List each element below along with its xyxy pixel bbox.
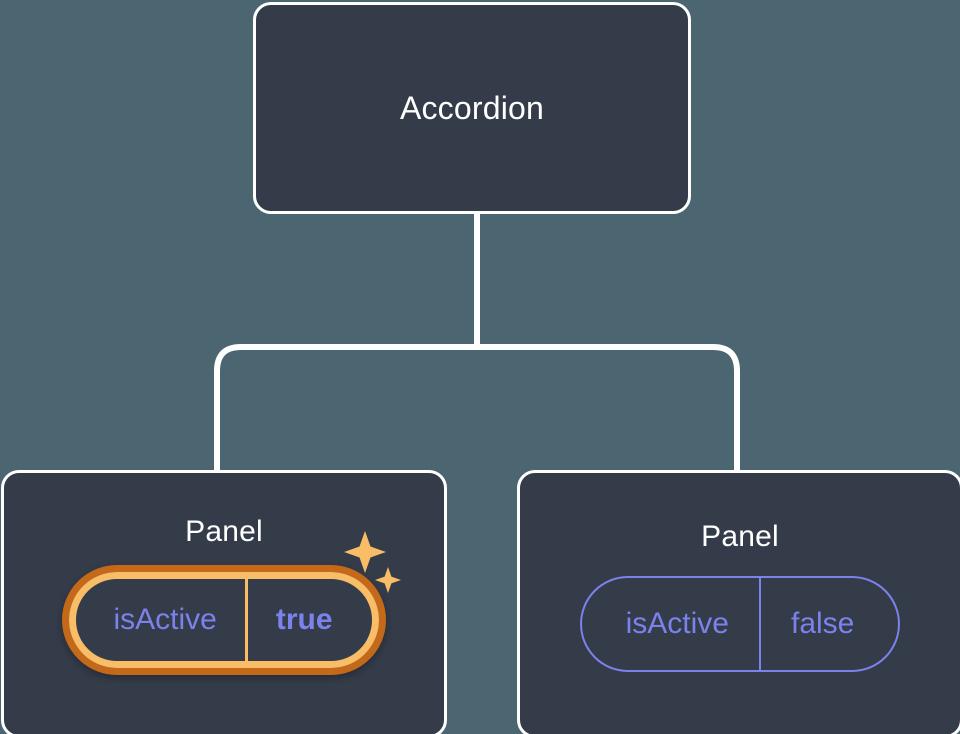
- sparkles-icon: [343, 531, 401, 593]
- tree-node-accordion[interactable]: Accordion: [253, 2, 691, 214]
- prop-key: isActive: [113, 603, 217, 636]
- prop-value: false: [758, 578, 898, 670]
- tree-node-panel-inactive[interactable]: Panel isActive false: [517, 470, 960, 734]
- tree-node-panel-active[interactable]: Panel isActive true: [1, 470, 447, 734]
- prop-pill-wrapper: isActive false: [579, 576, 901, 672]
- prop-pill-wrapper: isActive true: [62, 531, 401, 675]
- node-label: Panel: [185, 515, 263, 548]
- prop-pill[interactable]: isActive false: [579, 576, 901, 672]
- node-label: Accordion: [399, 90, 545, 126]
- prop-pill-highlighted[interactable]: isActive true: [62, 565, 386, 675]
- prop-key: isActive: [625, 607, 729, 640]
- prop-value: true: [244, 572, 379, 668]
- node-label: Panel: [701, 520, 779, 553]
